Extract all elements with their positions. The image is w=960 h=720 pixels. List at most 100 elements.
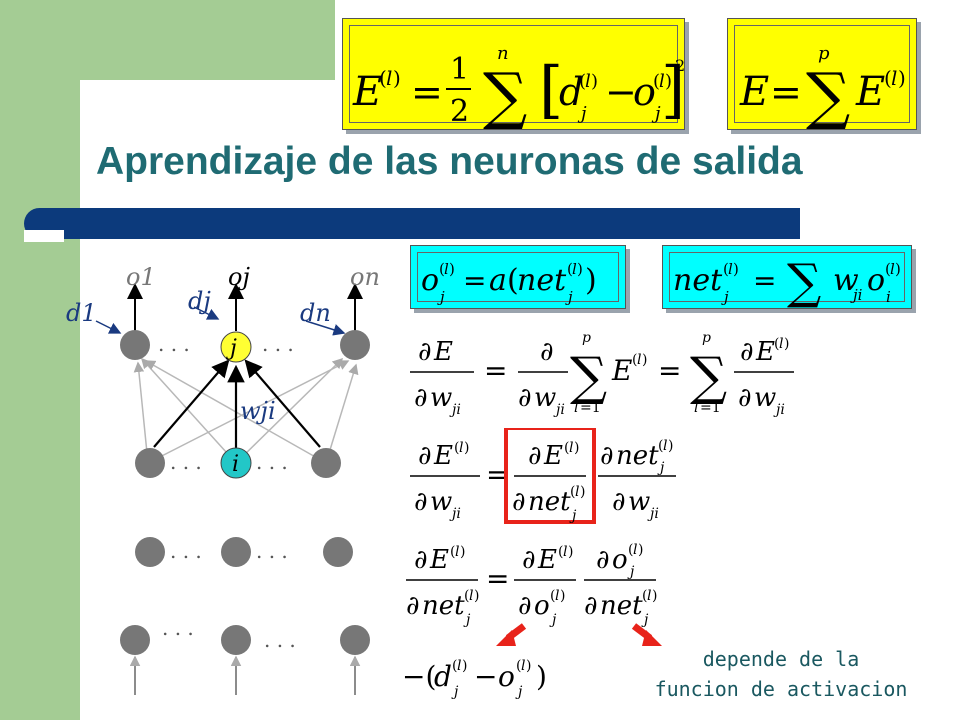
svg-text:E: E (352, 69, 382, 115)
svg-text:j: j (657, 460, 665, 476)
svg-text:o: o (867, 263, 885, 298)
svg-text:l: l (563, 544, 567, 560)
weight-label: wji (240, 397, 276, 425)
svg-text:=1: =1 (700, 400, 721, 416)
slide-title: Aprendizaje de las neuronas de salida (96, 140, 803, 183)
svg-text:): ) (668, 438, 673, 454)
svg-text:(: ( (658, 438, 663, 454)
target-label-n: dn (300, 299, 331, 327)
target-label-j: dj (188, 287, 211, 315)
svg-text:−: − (474, 660, 497, 693)
svg-text:j: j (569, 508, 577, 524)
neuron-input-1 (120, 625, 150, 655)
svg-text:=: = (463, 264, 486, 297)
svg-text:a: a (489, 263, 507, 298)
svg-text:=: = (486, 458, 509, 491)
svg-text:E: E (543, 441, 563, 471)
note-line-1: depende de la (702, 647, 860, 671)
formula-error-total-math: E = ∑ p l=1 E (l) (739, 43, 906, 129)
svg-text:ji: ji (773, 402, 785, 418)
neuron-j (220, 331, 252, 363)
svg-text:l: l (694, 400, 698, 416)
svg-text:): ) (585, 263, 597, 298)
svg-text:j: j (565, 288, 573, 306)
svg-text:. . .: . . . (162, 616, 194, 640)
svg-text:d1: d1 (66, 299, 97, 327)
svg-text:∑: ∑ (570, 347, 607, 407)
svg-text:ji: ji (553, 402, 565, 418)
svg-text:): ) (568, 544, 573, 560)
svg-text:∑: ∑ (806, 59, 850, 129)
svg-text:∂: ∂ (596, 545, 609, 575)
svg-text:o1: o1 (126, 263, 156, 291)
svg-text:∂: ∂ (414, 487, 427, 517)
svg-text:. . .: . . . (170, 450, 202, 474)
svg-text:net: net (517, 263, 567, 298)
svg-text:j: j (641, 612, 649, 628)
svg-text:on: on (350, 263, 380, 291)
output-label-1: o1 (126, 263, 156, 291)
svg-text:∂: ∂ (584, 591, 597, 621)
top-green-band (80, 0, 335, 80)
output-arrows (127, 283, 363, 331)
svg-text:ji: ji (647, 506, 659, 522)
target-arrows (95, 306, 346, 336)
neuron-hidden-n (311, 448, 341, 478)
svg-text:(: ( (885, 260, 891, 278)
svg-text:w: w (534, 383, 556, 413)
svg-text:=: = (770, 70, 802, 114)
neuron-i (220, 447, 252, 479)
svg-text:l: l (386, 66, 392, 90)
svg-text:): ) (580, 484, 585, 500)
svg-text:o: o (498, 660, 515, 693)
target-label-1: d1 (66, 299, 97, 327)
svg-text:j: j (485, 121, 495, 129)
svg-text:w: w (430, 487, 452, 517)
svg-text:∑: ∑ (483, 59, 527, 129)
svg-text:(: ( (567, 260, 573, 278)
left-green-strip (0, 0, 80, 720)
svg-text:p: p (818, 43, 830, 64)
svg-text:(: ( (452, 658, 457, 674)
svg-text:E: E (433, 441, 453, 471)
bar-notch (24, 230, 64, 242)
gradient-equation-3: ∂E (l) ∂net (l) j = ∂E (l) ∂o (l) j ∂o (… (406, 542, 657, 628)
svg-text:∂: ∂ (406, 591, 419, 621)
svg-text:. . .: . . . (256, 450, 288, 474)
svg-text:o: o (534, 591, 550, 621)
svg-text:l: l (585, 71, 591, 92)
svg-text:E: E (429, 545, 449, 575)
svg-text:=: = (658, 354, 681, 387)
svg-text:): ) (895, 260, 901, 278)
input-arrows (129, 655, 361, 695)
red-arrowhead-left (496, 630, 516, 646)
svg-text:=1: =1 (816, 121, 843, 129)
svg-text:l: l (457, 658, 461, 674)
activation-note: depende de la funcion de activacion (636, 644, 926, 704)
svg-text:net: net (673, 263, 723, 298)
svg-text:w: w (754, 383, 776, 413)
svg-text:(: ( (558, 544, 563, 560)
svg-text:o: o (633, 70, 656, 114)
svg-text:): ) (591, 71, 598, 92)
neuron-output-n (340, 330, 370, 360)
svg-text:(: ( (723, 260, 729, 278)
svg-text:2: 2 (450, 94, 469, 129)
svg-text:): ) (652, 588, 657, 604)
svg-text:d: d (434, 660, 452, 693)
svg-text:l: l (569, 440, 573, 456)
svg-text:=: = (484, 354, 507, 387)
svg-text:[: [ (539, 53, 563, 126)
svg-text:): ) (464, 440, 469, 456)
svg-text:E: E (433, 337, 453, 367)
svg-text:o: o (421, 263, 439, 298)
note-line-2: funcion de activacion (654, 677, 908, 701)
svg-text:): ) (574, 440, 579, 456)
svg-text:. . .: . . . (256, 539, 288, 563)
svg-text:w: w (628, 487, 650, 517)
svg-text:l: l (633, 542, 637, 558)
svg-text:o: o (612, 545, 628, 575)
svg-text:): ) (577, 260, 583, 278)
arrows-and-result: −( d (l) j − o (l) j ) (402, 623, 662, 700)
